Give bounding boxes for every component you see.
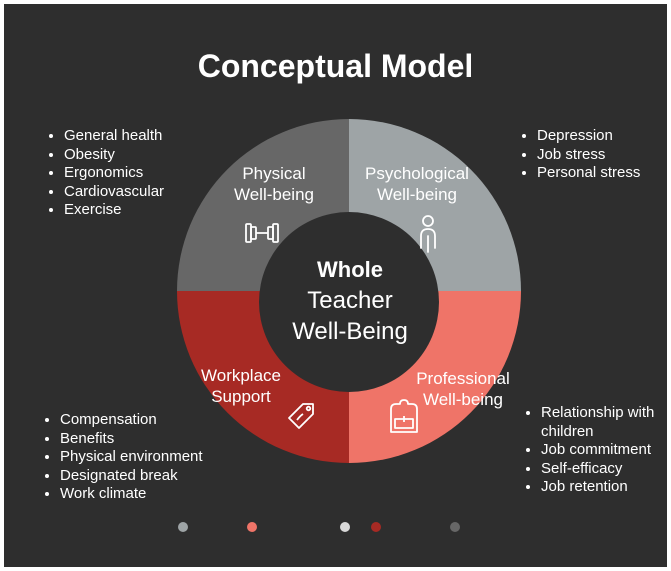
physical-bullet-list: General health Obesity Ergonomics Cardio… — [46, 127, 164, 220]
physical-label: Physical Well-being — [214, 163, 334, 205]
backpack-icon — [390, 399, 418, 433]
list-item: Physical environment — [60, 448, 203, 467]
list-item: Relationship with — [541, 404, 654, 423]
psychological-label-line1: Psychological — [365, 164, 469, 183]
center-text: Whole Teacher Well-Being — [260, 255, 440, 347]
list-item: Obesity — [64, 146, 164, 165]
dumbbell-icon — [245, 223, 279, 243]
professional-label-line2: Well-being — [422, 390, 503, 409]
professional-label-line1: Professional — [416, 369, 510, 388]
physical-label-line2: Well-being — [233, 185, 314, 204]
workplace-label: Workplace Support — [186, 365, 296, 407]
professional-label: Professional Well-being — [403, 368, 523, 410]
legend-dot-light — [340, 522, 350, 532]
physical-label-line1: Physical — [242, 164, 306, 183]
workplace-bullet-list: Compensation Benefits Physical environme… — [42, 411, 203, 504]
list-item: Personal stress — [537, 164, 640, 183]
center-hub — [259, 212, 439, 392]
list-item: Depression — [537, 127, 640, 146]
price-tag-icon — [288, 403, 314, 429]
list-item: Job commitment — [541, 441, 654, 460]
list-item: Ergonomics — [64, 164, 164, 183]
list-item: Work climate — [60, 485, 203, 504]
center-text-line2: Teacher — [307, 287, 393, 314]
center-text-line1: Whole — [317, 257, 383, 282]
workplace-label-line1: Workplace — [201, 366, 281, 385]
list-item: Designated break — [60, 467, 203, 486]
list-item-continuation: children — [541, 422, 594, 440]
legend-dot-dark — [450, 522, 460, 532]
psychological-label-line2: Well-being — [376, 185, 457, 204]
list-item: Self-efficacy — [541, 460, 654, 479]
legend-dot-salmon — [247, 522, 257, 532]
psychological-bullet-list: Depression Job stress Personal stress — [519, 127, 640, 183]
diagram-title: Conceptual Model — [197, 48, 474, 84]
center-text-line3: Well-Being — [292, 318, 408, 345]
list-item: Job retention — [541, 478, 654, 497]
list-item: General health — [64, 127, 164, 146]
psychological-label: Psychological Well-being — [352, 163, 482, 205]
list-item: Compensation — [60, 411, 203, 430]
list-item: Exercise — [64, 201, 164, 220]
legend-dot-red — [371, 522, 381, 532]
professional-bullet-list: Relationship with children Job commitmen… — [523, 404, 654, 497]
list-item: Cardiovascular — [64, 183, 164, 202]
workplace-label-line2: Support — [211, 387, 271, 406]
list-item: Benefits — [60, 430, 203, 449]
legend-dot-grey — [178, 522, 188, 532]
list-item: Job stress — [537, 146, 640, 165]
person-icon — [420, 215, 436, 253]
